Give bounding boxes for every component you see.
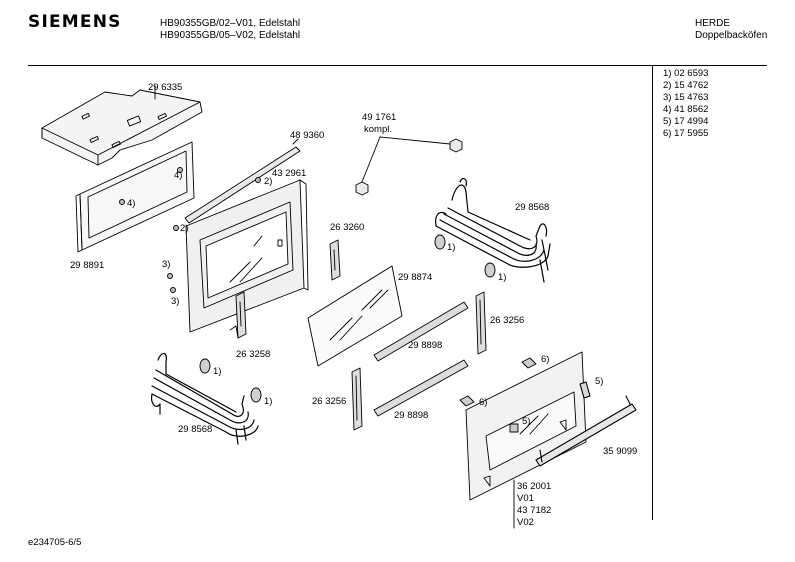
label-29-8898-lower: 29 8898 [394,410,429,421]
document-code: e234705-6/5 [28,537,82,548]
screw-group [119,167,261,293]
brand-logo: SIEMENS [28,12,122,32]
side-profile-26-3256-left [351,367,363,431]
callout-4: 4) [127,198,136,209]
label-43-7182: 43 7182 [517,505,552,516]
legend-item: 2) 15 4762 [663,80,709,91]
label-26-3256-left: 26 3256 [312,396,347,407]
heating-element-lower [151,352,259,445]
label-49-1761: 49 1761 [362,112,397,123]
category-block: HERDE Doppelbacköfen [695,18,767,42]
top-cover-plate [41,85,203,166]
legend-item: 4) 41 8562 [663,104,709,115]
label-kompl: kompl. [364,124,392,135]
label-48-9360: 48 9360 [290,130,325,141]
header-rule [28,65,767,66]
model-line-2: HB90355GB/05–V02, Edelstahl [160,30,301,41]
door-handle [535,381,637,467]
label-29-8568-upper: 29 8568 [515,202,550,213]
horizontal-profile-top [373,301,469,362]
callout-5: 5) [522,416,531,427]
side-profile-26-3258 [229,291,247,339]
callout-5: 5) [595,376,604,387]
callout-6: 6) [479,397,488,408]
callout-2: 2) [264,176,273,187]
callout-2: 2) [180,223,189,234]
model-line-1: HB90355GB/02–V01, Edelstahl [160,18,301,29]
inner-door-frame [185,179,309,333]
label-29-8568-lower: 29 8568 [178,424,213,435]
fastener-kit-cubes [355,136,463,196]
legend-item: 6) 17 5955 [663,128,709,139]
callout-1: 1) [264,396,273,407]
label-26-3258: 26 3258 [236,349,271,360]
ceramic-cap-group [199,234,496,403]
left-side-panel [75,141,195,253]
callout-1: 1) [447,242,456,253]
legend-item: 1) 02 6593 [663,68,709,79]
legend-separator [652,65,653,520]
door-glass-pane [307,265,403,367]
side-profile-26-3256-right [475,291,487,355]
legend-item: 3) 15 4763 [663,92,709,103]
label-v01: V01 [517,493,534,504]
label-29-8874: 29 8874 [398,272,433,283]
callout-1: 1) [213,366,222,377]
label-26-3260: 26 3260 [330,222,365,233]
label-29-8891: 29 8891 [70,260,105,271]
side-profile-26-3260 [329,239,341,281]
callout-3: 3) [171,296,180,307]
outer-door-panel [465,351,587,501]
horizontal-profile-bottom [373,359,469,417]
hinge-group [459,357,537,407]
callout-3: 3) [162,259,171,270]
label-26-3256-right: 26 3256 [490,315,525,326]
callout-4: 4) [174,170,183,181]
label-36-2001: 36 2001 [517,481,552,492]
label-v02: V02 [517,517,534,528]
category-line-1: HERDE [695,18,731,29]
label-35-9099: 35 9099 [603,446,638,457]
model-list: HB90355GB/02–V01, Edelstahl HB90355GB/05… [160,18,300,42]
callout-1: 1) [498,272,507,283]
parts-legend: 1) 02 6593 2) 15 4762 3) 15 4763 4) 41 8… [663,68,708,140]
sealing-rod [184,138,301,224]
callout-6: 6) [541,354,550,365]
legend-item: 5) 17 4994 [663,116,709,127]
label-29-6335: 29 6335 [148,82,183,93]
label-29-8898-upper: 29 8898 [408,340,443,351]
label-43-2961: 43 2961 [272,168,307,179]
heating-element-upper [435,177,551,283]
category-line-2: Doppelbacköfen [695,30,768,41]
